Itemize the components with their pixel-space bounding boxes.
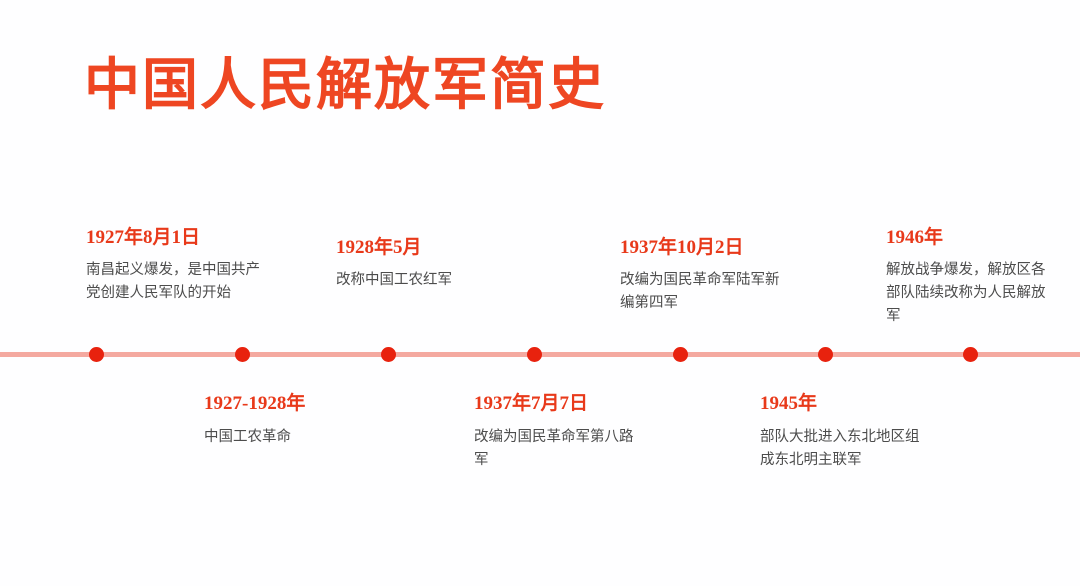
event-date: 1928年5月	[336, 237, 422, 258]
event-description: 中国工农革命	[204, 429, 291, 445]
event-date: 1927-1928年	[204, 393, 306, 414]
timeline-event-below-3: 1945年 部队大批进入东北地区组成东北明主联军	[760, 392, 932, 472]
event-date: 1945年	[760, 393, 818, 414]
timeline-event-below-1: 1927-1928年 中国工农革命	[204, 392, 394, 449]
timeline-event-above-4: 1946年 解放战争爆发，解放区各部队陆续改称为人民解放军	[886, 226, 1046, 328]
timeline-dot	[381, 347, 396, 362]
event-description: 解放战争爆发，解放区各部队陆续改称为人民解放军	[886, 262, 1046, 324]
event-date: 1937年7月7日	[474, 393, 589, 414]
timeline-dot	[963, 347, 978, 362]
event-description: 南昌起义爆发，是中国共产党创建人民军队的开始	[86, 262, 260, 301]
timeline-dot	[89, 347, 104, 362]
timeline-event-above-1: 1927年8月1日 南昌起义爆发，是中国共产党创建人民军队的开始	[86, 226, 262, 305]
event-date: 1946年	[886, 227, 944, 248]
timeline-dot	[818, 347, 833, 362]
page-title: 中国人民解放军简史	[84, 55, 606, 117]
timeline-event-above-2: 1928年5月 改称中国工农红军	[336, 236, 526, 292]
event-date: 1927年8月1日	[86, 227, 201, 248]
timeline-event-above-3: 1937年10月2日 改编为国民革命军陆军新编第四军	[620, 236, 780, 315]
timeline-dot	[673, 347, 688, 362]
event-description: 改编为国民革命军陆军新编第四军	[620, 272, 780, 311]
timeline-dot	[235, 347, 250, 362]
event-description: 改编为国民革命军第八路军	[474, 429, 634, 468]
timeline-event-below-2: 1937年7月7日 改编为国民革命军第八路军	[474, 392, 644, 472]
event-date: 1937年10月2日	[620, 237, 744, 258]
event-description: 部队大批进入东北地区组成东北明主联军	[760, 429, 920, 468]
event-description: 改称中国工农红军	[336, 272, 452, 288]
timeline-dot	[527, 347, 542, 362]
